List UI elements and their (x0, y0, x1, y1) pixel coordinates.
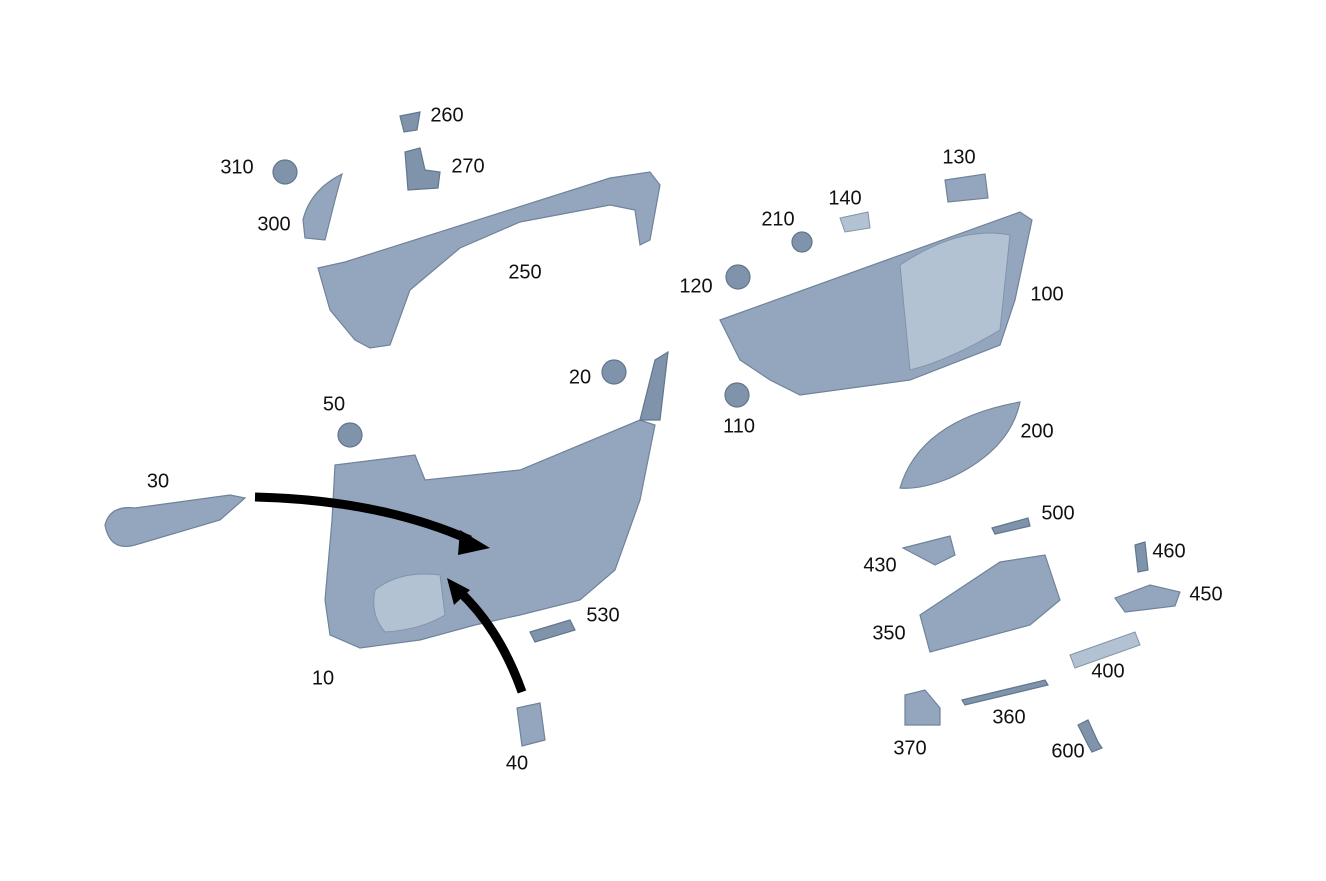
label-30: 30 (146, 470, 170, 493)
part-40-switch-housing (516, 702, 546, 747)
part-350-panel (919, 554, 1061, 653)
part-100-pocket (899, 232, 1011, 371)
label-10: 10 (311, 667, 335, 690)
part-110-clip (724, 382, 750, 408)
label-300: 300 (257, 213, 291, 236)
label-400: 400 (1091, 660, 1125, 683)
label-40: 40 (505, 752, 529, 775)
part-370-housing (904, 689, 941, 726)
part-270-bracket (404, 147, 441, 191)
label-360: 360 (992, 706, 1026, 729)
part-200-insert (899, 401, 1021, 489)
part-530 (529, 619, 576, 643)
part-50-clip (337, 422, 363, 448)
part-210-clip (791, 231, 813, 253)
part-310-clip (272, 159, 298, 185)
label-500: 500 (1041, 502, 1075, 525)
label-350: 350 (872, 622, 906, 645)
arrow-head-30 (458, 530, 490, 555)
label-250: 250 (508, 261, 542, 284)
label-430: 430 (863, 554, 897, 577)
label-140: 140 (828, 187, 862, 210)
part-600-pin (1077, 719, 1103, 753)
part-400-tube (1069, 631, 1141, 669)
label-100: 100 (1030, 283, 1064, 306)
label-460: 460 (1152, 540, 1186, 563)
label-270: 270 (451, 155, 485, 178)
part-130 (944, 173, 989, 203)
label-450: 450 (1189, 583, 1223, 606)
label-20: 20 (568, 366, 592, 389)
part-140 (839, 211, 871, 233)
label-210: 210 (761, 208, 795, 231)
arrow-30-to-10 (254, 492, 472, 545)
label-130: 130 (942, 146, 976, 169)
part-250-upper-trim (317, 171, 661, 349)
label-200: 200 (1020, 420, 1054, 443)
label-310: 310 (220, 156, 254, 179)
part-10-trim-strip (639, 350, 669, 421)
part-260-clip (399, 111, 421, 133)
part-430 (901, 535, 956, 566)
arrow-40-to-10 (456, 588, 527, 694)
label-110: 110 (723, 415, 755, 438)
label-50: 50 (322, 393, 346, 416)
part-300 (302, 172, 343, 241)
label-120: 120 (679, 275, 713, 298)
part-460 (1134, 541, 1149, 573)
part-360-rod (961, 679, 1049, 706)
part-10-speaker-grille (373, 573, 446, 633)
part-30-armrest (104, 494, 247, 547)
label-260: 260 (430, 104, 464, 127)
part-20-clip (601, 359, 627, 385)
part-500 (991, 517, 1031, 535)
label-600: 600 (1051, 740, 1085, 763)
part-450-handle (1114, 584, 1181, 613)
arrow-head-40 (447, 578, 470, 605)
label-370: 370 (893, 737, 927, 760)
part-120-clip (725, 264, 751, 290)
label-530: 530 (586, 604, 620, 627)
